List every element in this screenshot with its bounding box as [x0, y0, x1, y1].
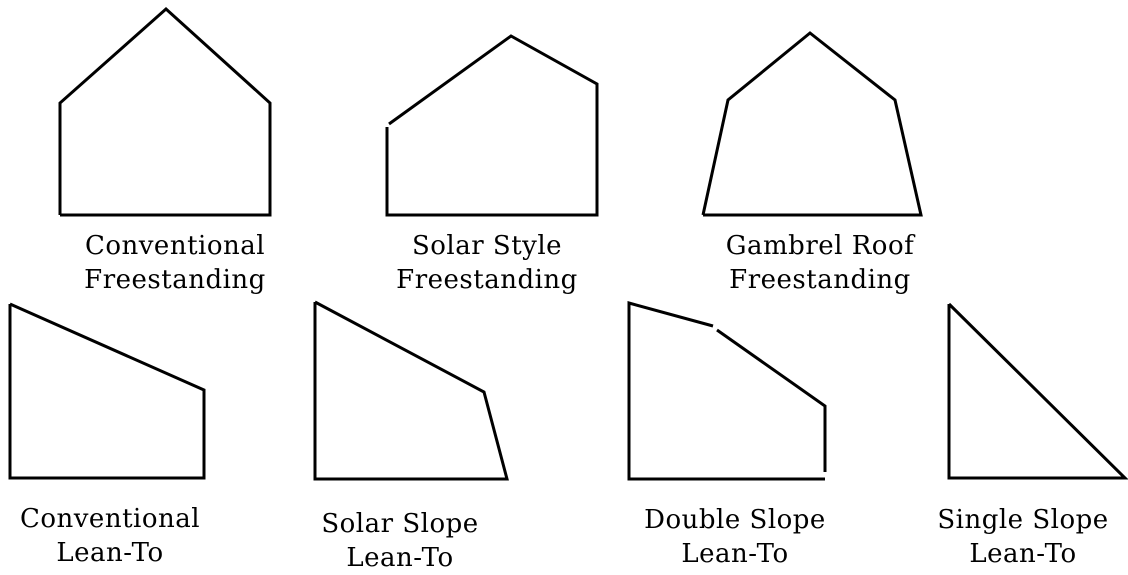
label-line-1: Solar Style [411, 231, 563, 261]
gambrel-roof-freestanding-outline [701, 31, 923, 217]
label-line-2: Lean-To [56, 538, 164, 568]
label-line-2: Freestanding [729, 265, 911, 295]
label-line-2: Lean-To [346, 543, 454, 573]
label-conventional-lean-to: Conventional Lean-To [5, 502, 215, 570]
double-slope-lean-to-lower [716, 328, 827, 472]
label-single-slope-lean-to: Single Slope Lean-To [920, 503, 1126, 571]
label-line-1: Conventional [19, 504, 201, 534]
label-conventional-freestanding: Conventional Freestanding [70, 229, 280, 297]
label-solar-style-freestanding: Solar Style Freestanding [382, 229, 592, 297]
label-line-2: Freestanding [84, 265, 266, 295]
label-line-2: Freestanding [396, 265, 578, 295]
label-line-1: Single Slope [937, 505, 1109, 535]
label-gambrel-roof-freestanding: Gambrel Roof Freestanding [710, 229, 930, 297]
double-slope-lean-to-upper [627, 301, 825, 481]
single-slope-lean-to-outline [947, 302, 1128, 480]
label-line-1: Conventional [84, 231, 266, 261]
label-line-1: Double Slope [644, 505, 826, 535]
conventional-freestanding-outline [58, 6, 272, 217]
solar-style-freestanding-roof-left [385, 34, 599, 217]
label-line-1: Gambrel Roof [725, 231, 915, 261]
label-line-2: Lean-To [969, 539, 1077, 569]
label-line-2: Lean-To [681, 539, 789, 569]
solar-slope-lean-to-outline [313, 300, 509, 481]
conventional-lean-to-outline [8, 302, 206, 480]
label-line-1: Solar Slope [321, 509, 479, 539]
label-double-slope-lean-to: Double Slope Lean-To [630, 503, 840, 571]
